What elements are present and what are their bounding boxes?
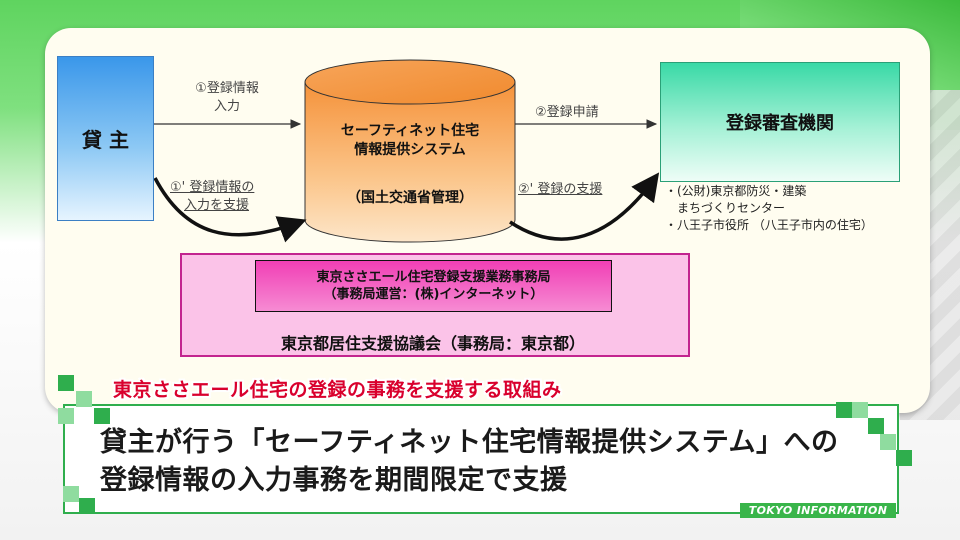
arrow-input-support — [153, 177, 307, 243]
deco-square — [836, 402, 852, 418]
agency-note: ・(公財)東京都防災・建築 — [665, 184, 807, 198]
deco-square — [58, 375, 74, 391]
agency-notes: ・(公財)東京都防災・建築 まちづくりセンター ・八王子市役所 （八王子市内の住… — [665, 183, 873, 234]
arrow1-label: ①登録情報 入力 — [182, 80, 272, 116]
system-label-line2: 情報提供システム — [354, 142, 466, 158]
arrow1-label-line1: ①登録情報 — [195, 81, 259, 96]
deco-square — [76, 391, 92, 407]
council-label: 東京都居住支援協議会（事務局：東京都） — [280, 334, 585, 353]
agency-note: まちづくりセンター — [665, 201, 786, 215]
deco-square — [58, 408, 74, 424]
deco-square — [94, 408, 110, 424]
deco-square — [852, 402, 868, 418]
system-label: セーフティネット住宅 情報提供システム — [310, 122, 510, 160]
deco-square — [880, 434, 896, 450]
lender-box: 貸 主 — [57, 56, 154, 221]
deco-square — [79, 498, 95, 514]
agency-note: ・八王子市役所 （八王子市内の住宅） — [665, 218, 873, 232]
deco-square — [896, 450, 912, 466]
caption-bar — [63, 404, 899, 514]
deco-square — [63, 486, 79, 502]
system-manager-label: （国土交通省管理） — [347, 190, 473, 206]
database-cylinder — [304, 59, 516, 243]
secretariat-box: 東京ささエール住宅登録支援業務事務局 （事務局運営：(株)インターネット） — [255, 260, 612, 312]
arrow1-label-line2: 入力 — [213, 99, 240, 114]
arrow-register-support — [509, 172, 660, 241]
arrow1b-label-line1: ①' 登録情報の — [170, 180, 255, 195]
caption-line2: 登録情報の入力事務を期間限定で支援 — [100, 465, 568, 496]
caption-line1: 貸主が行う「セーフティネット住宅情報提供システム」への — [100, 427, 839, 458]
footer-logo: TOKYO INFORMATION — [740, 503, 896, 518]
caption-tag: 東京ささエール住宅の登録の事務を支援する取組み — [113, 379, 562, 401]
arrow1b-label-line2: 入力を支援 — [184, 198, 250, 213]
arrow2-label: ②登録申請 — [535, 105, 599, 120]
deco-square — [868, 418, 884, 434]
system-label-line1: セーフティネット住宅 — [340, 123, 480, 139]
secretariat-line2: （事務局運営：(株)インターネット） — [323, 287, 544, 302]
review-agency-box: 登録審査機関 — [660, 62, 900, 182]
arrow2b-label: ②' 登録の支援 — [518, 182, 603, 197]
secretariat-line1: 東京ささエール住宅登録支援業務事務局 — [316, 270, 551, 285]
arrow1b-label: ①' 登録情報の 入力を支援 — [170, 179, 254, 215]
